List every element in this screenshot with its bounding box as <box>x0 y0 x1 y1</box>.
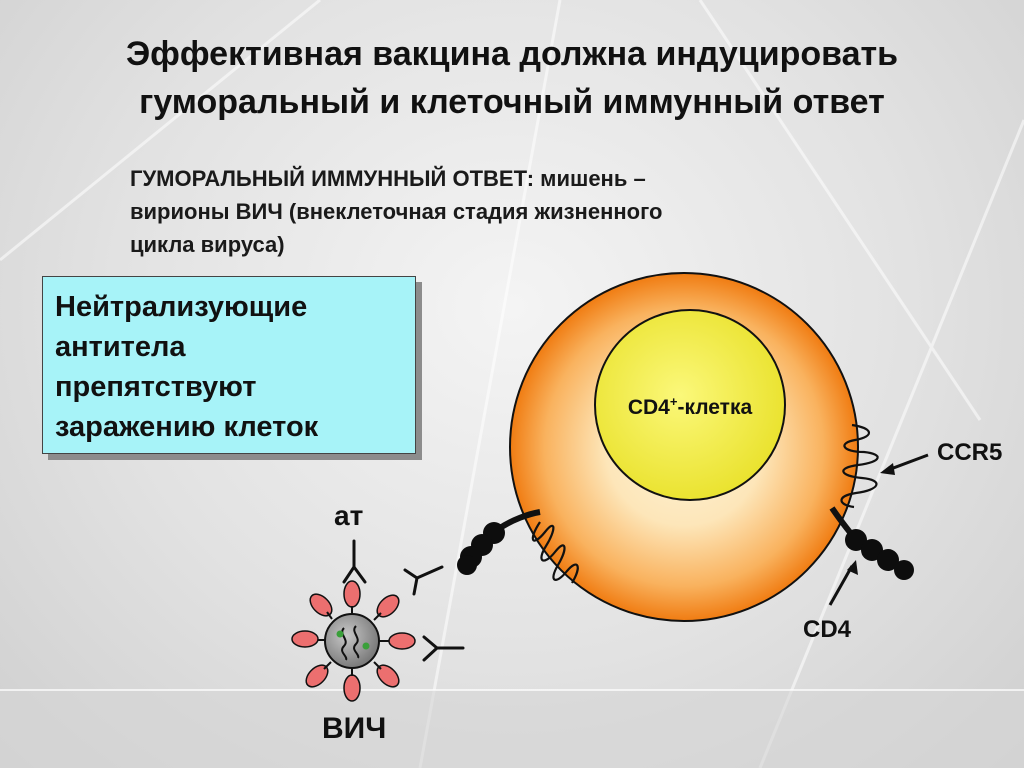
hiv-virion <box>291 580 416 702</box>
callout-line-1: Нейтрализующие <box>55 291 308 323</box>
cell-label-main: CD4 <box>628 396 670 419</box>
cd4-arrow-head <box>847 560 858 575</box>
cd4-arrow <box>828 565 854 606</box>
cell-label-rest: -клетка <box>677 396 752 419</box>
hiv-label: ВИЧ <box>322 712 386 745</box>
virion-capsid <box>324 613 380 669</box>
subtitle-line-2: вирионы ВИЧ (внеклеточная стадия жизненн… <box>130 199 663 224</box>
subtitle-line-1: ГУМОРАЛЬНЫЙ ИММУННЫЙ ОТВЕТ: мишень – <box>130 166 646 191</box>
subtitle-line-3: цикла вируса) <box>130 232 285 257</box>
callout-line-2: антитела <box>55 331 186 363</box>
antibody-right <box>422 635 465 662</box>
cell-nucleus <box>594 309 786 501</box>
antibody-top <box>342 539 367 584</box>
slide-title-line-1: Эффективная вакцина должна индуцировать <box>125 35 899 73</box>
cell-label-sup: + <box>670 394 678 409</box>
cd4-label: CD4 <box>803 616 852 643</box>
ccr5-receptor-coil <box>840 423 879 509</box>
slide-title-line-2: гуморальный и клеточный иммунный ответ <box>139 83 885 121</box>
cell-label: CD4+-клетка <box>628 394 753 419</box>
slide-title: Эффективная вакцина должна индуцировать … <box>20 30 1004 126</box>
antibody-middle <box>403 565 444 596</box>
neutralizing-antibodies-callout: Нейтрализующие антитела препятствуют зар… <box>42 276 416 454</box>
ccr5-receptor-coil-left <box>531 521 579 584</box>
subtitle: ГУМОРАЛЬНЫЙ ИММУННЫЙ ОТВЕТ: мишень – вир… <box>130 162 830 261</box>
callout-line-4: заражению клеток <box>55 411 319 443</box>
antibody-label: ат <box>334 500 363 531</box>
ccr5-arrow-head <box>880 463 895 475</box>
cd4-receptor-chain-right <box>829 506 914 580</box>
cd4-receptor-chain-left <box>457 509 541 575</box>
callout-line-3: препятствуют <box>55 371 257 403</box>
ccr5-arrow <box>887 453 929 472</box>
cd4-cell: CD4+-клетка <box>509 272 859 622</box>
ccr5-label: CCR5 <box>937 439 1002 466</box>
